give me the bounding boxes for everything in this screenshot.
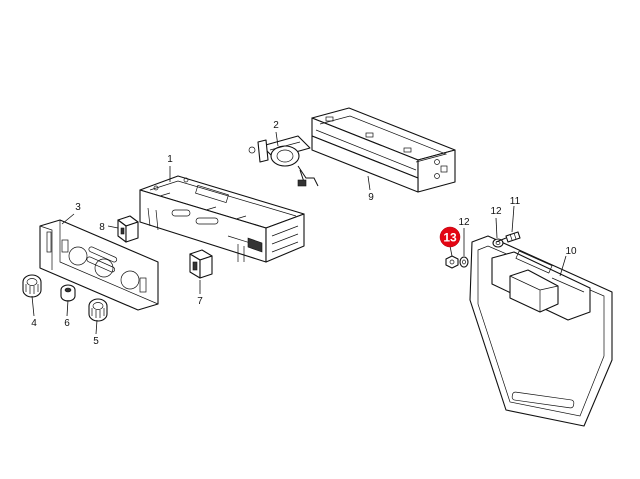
control-unit-part-1[interactable] — [139, 175, 305, 263]
leader-lines — [31, 131, 567, 335]
callout-13: 13 — [443, 231, 457, 245]
knob-part-5[interactable] — [88, 298, 108, 322]
callout-7: 7 — [197, 296, 203, 307]
bolt-part-11[interactable] — [495, 231, 521, 243]
callout-12-right: 12 — [490, 206, 502, 217]
knob-part-6[interactable] — [60, 284, 76, 302]
faceplate-part-3[interactable] — [39, 219, 159, 311]
motor-unit-part-2[interactable] — [248, 135, 319, 187]
callout-12-left: 12 — [458, 217, 470, 228]
callout-11: 11 — [510, 196, 521, 207]
callout-3: 3 — [75, 202, 81, 213]
callout-2: 2 — [273, 120, 279, 131]
switch-part-7[interactable] — [189, 249, 213, 279]
switch-part-8[interactable] — [117, 215, 139, 243]
highlighted-callout-13[interactable]: 13 — [439, 226, 461, 248]
callout-6: 6 — [64, 318, 70, 329]
callout-9: 9 — [368, 192, 374, 203]
callout-10: 10 — [565, 246, 577, 257]
callout-5: 5 — [93, 336, 99, 347]
callout-1: 1 — [167, 154, 173, 165]
bracket-part-10[interactable] — [469, 235, 613, 427]
callout-labels: 1 2 3 4 5 6 7 8 9 10 11 12 12 — [31, 120, 577, 347]
washer-part-12-left[interactable] — [459, 256, 469, 268]
callout-4: 4 — [31, 318, 37, 329]
mounting-tray-part-9[interactable] — [311, 107, 456, 193]
callout-8: 8 — [99, 222, 105, 233]
knob-part-4[interactable] — [22, 274, 42, 298]
nut-part-13[interactable] — [445, 255, 459, 269]
